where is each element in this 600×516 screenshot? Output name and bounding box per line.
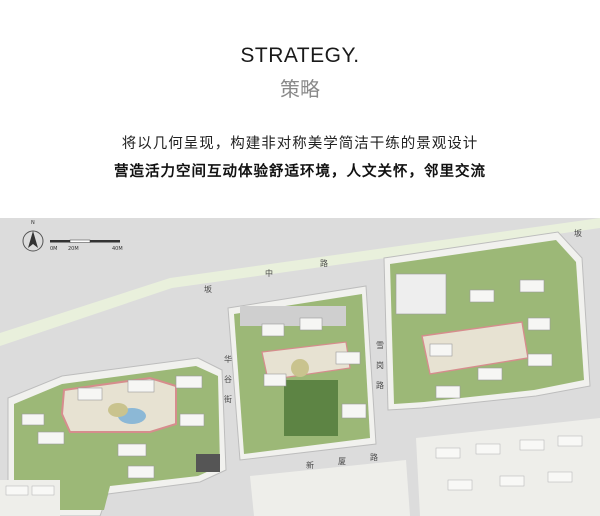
scale-label-0: 0M [50,246,58,252]
building [477,367,503,381]
building [429,343,453,357]
middle-forest [284,380,338,436]
building [435,447,461,459]
building [469,289,495,303]
middle-parking-strip [240,306,346,326]
east-clubhouse [395,273,447,315]
intro-line-1: 将以几何呈现，构建非对称美学简洁干练的景观设计 [121,136,479,152]
southwest-block [0,480,60,516]
building [127,379,155,393]
building [117,443,147,457]
dark-building [196,454,220,472]
building [127,465,155,479]
site-plan-drawing: 坂 中 路 坂 新 厦 路 华 谷 街 雪 岗 路 N 0M 20M 40M [0,218,600,516]
building [527,353,553,367]
building [37,431,65,445]
intro-line-2: 营造活力空间互动体验舒适环境，人文关怀，邻里交流 [114,164,486,180]
north-arrow-label: N [31,220,35,226]
road-label-south-2: 厦 [338,457,346,466]
roadside-greenbelt-north [0,218,600,346]
building [341,403,367,419]
road-label-middle-3: 路 [376,380,384,390]
building [547,471,573,483]
building [475,443,501,455]
building [557,435,583,447]
west-lawn [108,403,128,417]
building [335,351,361,365]
road-label-west-3: 街 [224,394,232,404]
building [21,413,45,426]
road-label-middle-2: 岗 [376,361,384,370]
building [435,385,461,399]
west-loop-path [60,376,177,433]
road-label-north-2: 中 [265,268,273,278]
road-label-middle-1: 雪 [376,341,384,350]
north-arrow-icon: N [22,220,44,252]
road-label-west-1: 华 [224,354,232,364]
road-label-west-2: 谷 [224,375,232,384]
building [263,373,287,387]
building [527,317,551,331]
southeast-block [416,418,600,516]
building [31,485,55,496]
building [261,323,285,337]
building [519,279,545,293]
middle-plaza [261,341,351,381]
middle-lawn [291,359,309,377]
road-label-north-1: 坂 [204,284,212,294]
site-plan: 坂 中 路 坂 新 厦 路 华 谷 街 雪 岗 路 N 0M 20M 40M [0,218,600,516]
road-label-north-3: 路 [320,258,328,268]
building [447,479,473,491]
building [299,317,323,331]
building [499,475,525,487]
page-subtitle: 策略 [280,77,320,101]
road-label-south-1: 新 [306,460,314,470]
building [77,387,103,401]
page-title: STRATEGY. [240,44,360,67]
building [175,375,203,389]
building [5,485,29,496]
road-label-south-3: 路 [370,452,378,462]
building [179,413,205,427]
scale-label-40: 40M [112,246,123,252]
south-middle-block [250,460,410,516]
scale-label-20: 20M [68,246,79,252]
road-label-east-1: 坂 [574,228,582,238]
scale-bar: 0M 20M 40M [50,239,123,252]
building [519,439,545,451]
